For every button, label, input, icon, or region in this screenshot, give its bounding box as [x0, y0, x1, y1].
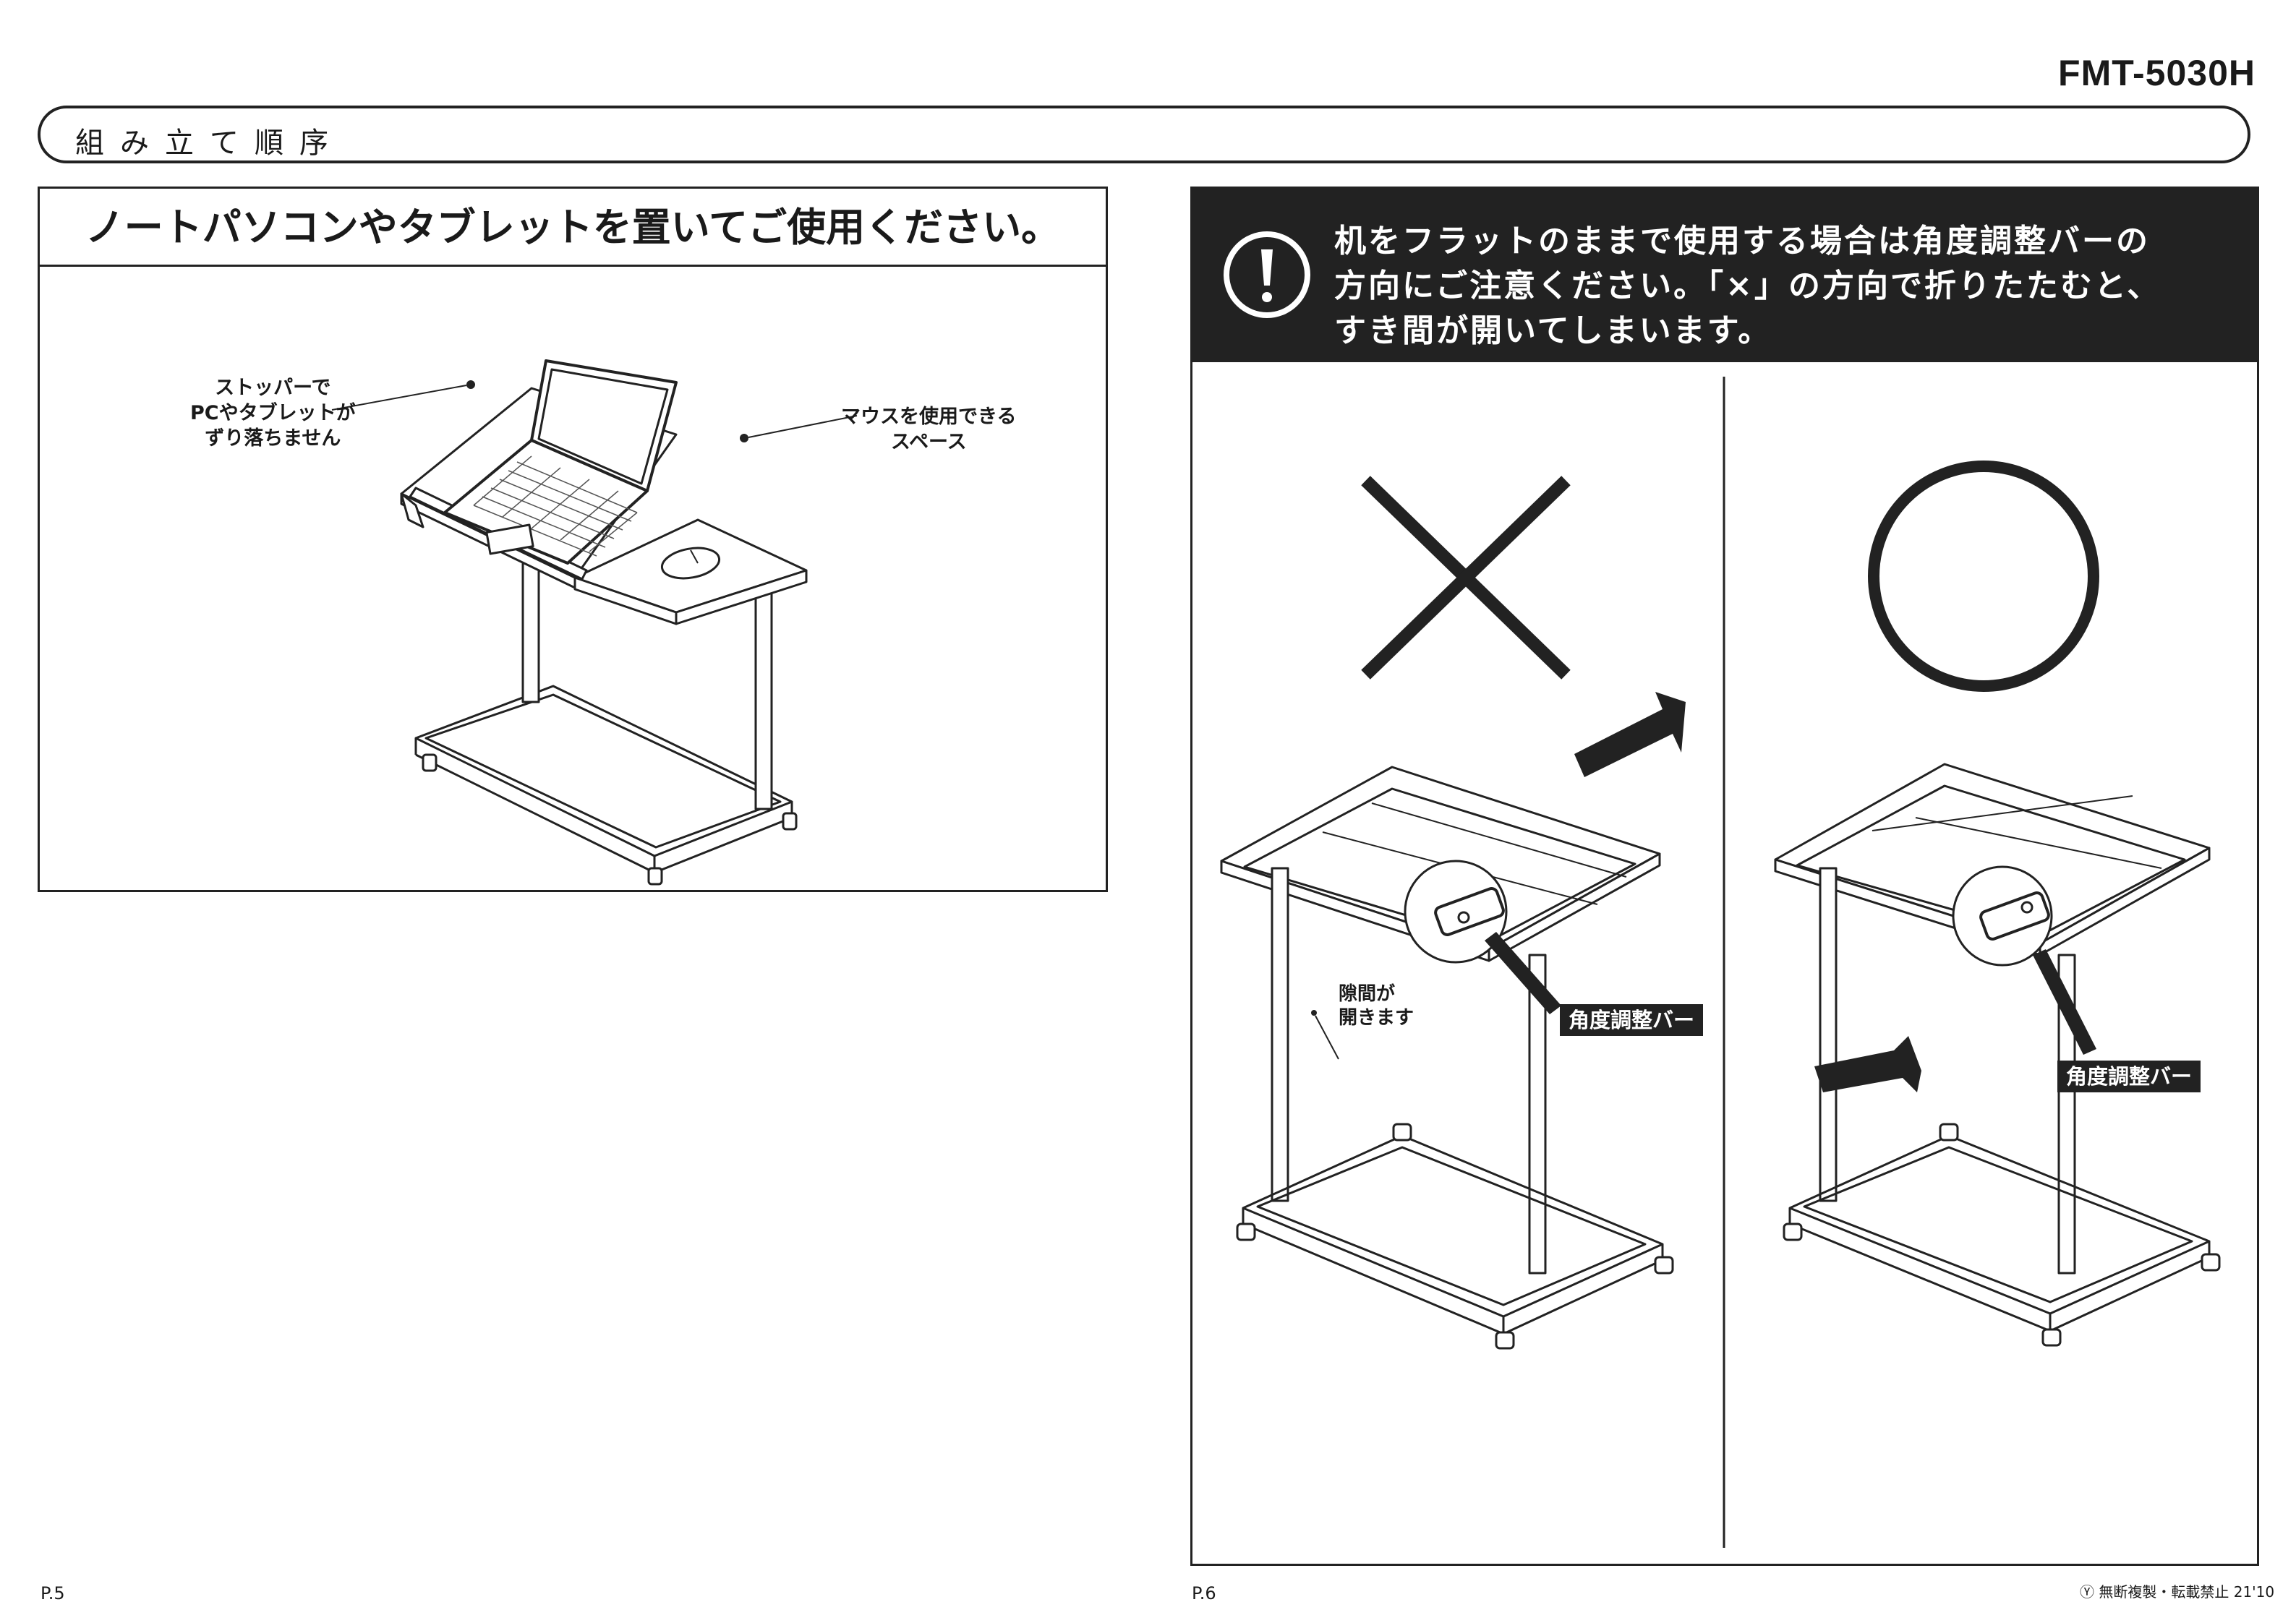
- caution-line-2: 方向にご注意ください。「×」の方向で折りたたむと、: [1334, 260, 2161, 306]
- caution-line-1: 机をフラットのままで使用する場合は角度調整バーの: [1334, 215, 2150, 261]
- fold-direction-illustrations: [1192, 362, 2257, 1565]
- caution-line-3: すき間が開いてしまいます。: [1334, 304, 1772, 351]
- usage-heading: ノートパソコンやタブレットを置いてご使用ください。: [40, 189, 1106, 267]
- mouse-space-callout: マウスを使用できる スペース: [841, 404, 1016, 455]
- section-title: 組み立て順序: [75, 119, 344, 161]
- angle-bar-label-correct: 角度調整バー: [2057, 1061, 2201, 1092]
- caution-banner: 机をフラットのままで使用する場合は角度調整バーの 方向にご注意ください。「×」の…: [1192, 189, 2257, 362]
- copyright-notice: Ⓨ 無断複製・転載禁止 21'10: [2080, 1580, 2274, 1601]
- section-header-bar: 組み立て順序: [38, 106, 2250, 163]
- wrong-x-mark: [1370, 485, 1561, 670]
- angle-bar-label-wrong: 角度調整バー: [1560, 1004, 1703, 1036]
- page-number-right: P.6: [1192, 1583, 1216, 1603]
- usage-panel: ノートパソコンやタブレットを置いてご使用ください。: [38, 187, 1108, 892]
- desk-with-laptop-illustration: [40, 267, 1106, 890]
- exclamation-icon: [1221, 229, 1313, 320]
- gap-opens-label: 隙間が 開きます: [1339, 982, 1414, 1030]
- caution-panel: 机をフラットのままで使用する場合は角度調整バーの 方向にご注意ください。「×」の…: [1190, 187, 2259, 1566]
- page-number-left: P.5: [40, 1583, 65, 1603]
- model-number: FMT-5030H: [2058, 52, 2256, 94]
- correct-circle-mark: [1874, 466, 2094, 686]
- stopper-callout: ストッパーで PCやタブレットが ずり落ちません: [190, 375, 356, 451]
